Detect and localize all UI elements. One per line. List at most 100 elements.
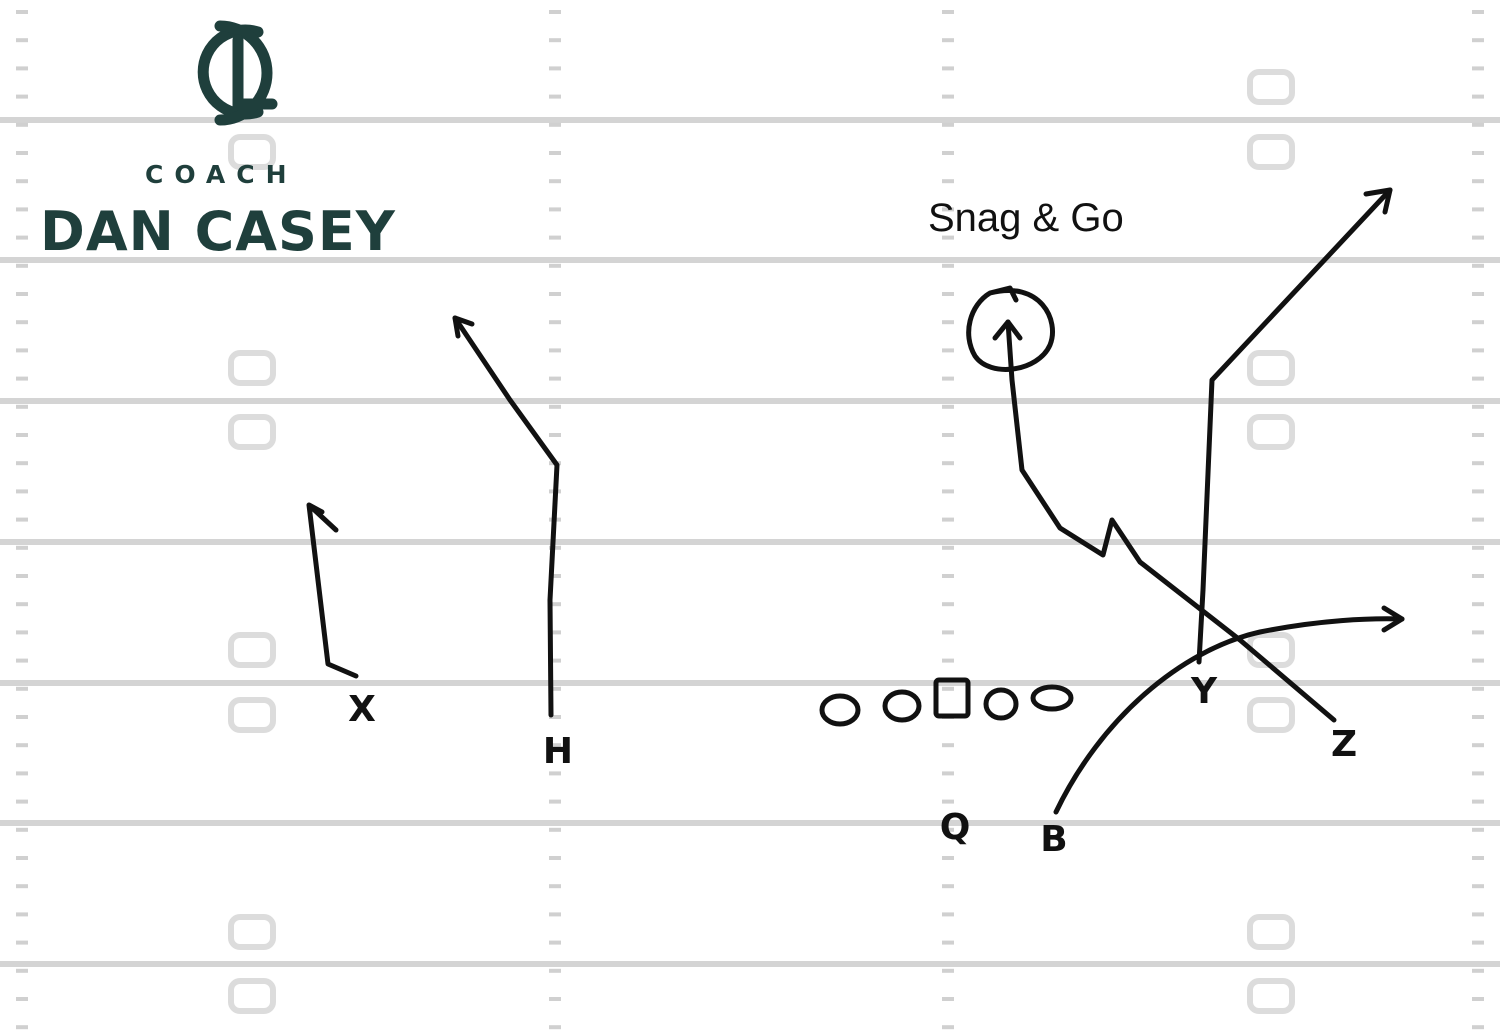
hash-mark <box>1472 461 1484 466</box>
hash-mark <box>942 968 954 973</box>
brand-coach-label: COACH <box>145 160 298 189</box>
yard-number-placeholder <box>1247 697 1295 733</box>
yard-number-placeholder <box>1247 414 1295 450</box>
hash-mark <box>1472 743 1484 748</box>
hash-mark <box>16 912 28 917</box>
hash-mark <box>1472 827 1484 832</box>
hash-mark <box>16 968 28 973</box>
hash-mark <box>16 856 28 860</box>
hash-mark <box>942 404 954 409</box>
hash-mark <box>1472 602 1484 607</box>
hash-mark <box>549 348 561 353</box>
hash-mark <box>942 1025 954 1030</box>
hash-mark <box>549 715 561 719</box>
player-x-label: X <box>348 689 376 730</box>
hash-mark <box>549 771 561 776</box>
hash-mark <box>942 912 954 917</box>
hash-mark <box>549 884 561 889</box>
hash-mark <box>549 235 561 240</box>
hash-mark <box>16 151 28 155</box>
hash-mark <box>1472 1025 1484 1030</box>
hash-mark <box>1472 292 1484 296</box>
yard-number-placeholder <box>228 978 276 1014</box>
hash-mark <box>942 179 954 184</box>
hash-mark <box>1472 489 1484 494</box>
hash-mark <box>549 179 561 184</box>
hash-mark <box>16 827 28 832</box>
hash-mark <box>1472 997 1484 1001</box>
hash-mark <box>549 827 561 832</box>
hash-mark <box>549 38 561 43</box>
hash-mark <box>16 715 28 719</box>
hash-mark <box>16 235 28 240</box>
lineman-left-tackle <box>819 693 861 727</box>
hash-mark <box>549 263 561 268</box>
hash-mark <box>1472 715 1484 719</box>
hash-mark <box>16 433 28 437</box>
yard-number-placeholder <box>1247 350 1295 386</box>
yard-line <box>0 961 1500 967</box>
hash-mark <box>549 968 561 973</box>
hash-mark <box>942 856 954 860</box>
hash-mark <box>942 884 954 889</box>
hash-mark <box>16 461 28 466</box>
hash-mark <box>1472 630 1484 635</box>
hash-mark <box>942 574 954 578</box>
hash-mark <box>549 94 561 99</box>
hash-mark <box>1472 235 1484 240</box>
hash-mark <box>1472 151 1484 155</box>
hash-mark <box>16 686 28 691</box>
lineman-left-guard <box>882 689 922 723</box>
hash-mark <box>549 940 561 945</box>
lineman-right-tackle <box>1030 684 1074 712</box>
hash-mark <box>942 94 954 99</box>
hash-mark <box>16 799 28 804</box>
hash-mark <box>942 151 954 155</box>
hash-mark <box>942 743 954 748</box>
hash-mark <box>16 207 28 212</box>
hash-mark <box>942 771 954 776</box>
hash-mark <box>549 856 561 860</box>
hash-mark <box>549 122 561 127</box>
hash-mark <box>16 122 28 127</box>
hash-mark <box>1472 38 1484 43</box>
hash-mark <box>1472 884 1484 889</box>
hash-mark <box>16 574 28 578</box>
play-title: Snag & Go <box>928 196 1124 240</box>
route-x <box>306 502 359 679</box>
hash-mark <box>16 10 28 14</box>
hash-mark <box>16 743 28 748</box>
hash-mark <box>942 348 954 353</box>
route-h <box>452 315 560 718</box>
hash-mark <box>549 574 561 578</box>
hash-mark <box>549 376 561 381</box>
hash-mark <box>549 997 561 1001</box>
yard-line <box>0 398 1500 404</box>
hash-mark <box>942 602 954 607</box>
hash-mark <box>16 404 28 409</box>
hash-mark <box>942 433 954 437</box>
hash-mark <box>1472 66 1484 71</box>
yard-line <box>0 539 1500 545</box>
hash-mark <box>549 602 561 607</box>
hash-mark <box>1472 207 1484 212</box>
hash-mark <box>1472 545 1484 550</box>
yard-number-placeholder <box>228 414 276 450</box>
hash-mark <box>16 348 28 353</box>
hash-mark <box>942 997 954 1001</box>
yard-line <box>0 257 1500 263</box>
hash-mark <box>16 179 28 184</box>
player-q-label: Q <box>939 807 971 848</box>
hash-mark <box>549 743 561 748</box>
hash-mark <box>942 686 954 691</box>
hash-mark <box>16 630 28 635</box>
hash-mark <box>942 10 954 14</box>
yard-number-placeholder <box>228 350 276 386</box>
hash-mark <box>942 122 954 127</box>
hash-mark <box>1472 263 1484 268</box>
hash-mark <box>549 10 561 14</box>
hash-mark <box>16 263 28 268</box>
hash-mark <box>1472 799 1484 804</box>
